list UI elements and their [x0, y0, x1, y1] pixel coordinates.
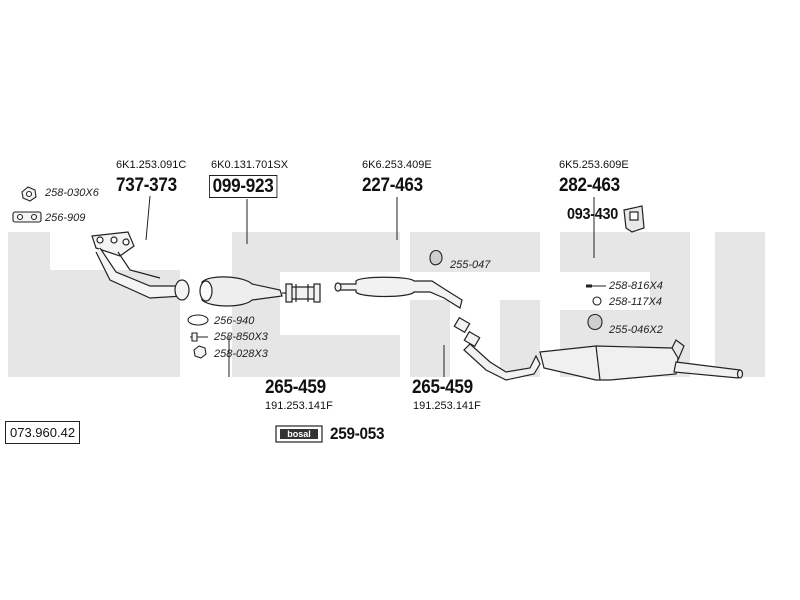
catalyst-part-number: 099-923 — [209, 175, 278, 198]
accessory-code-256-909: 256-909 — [45, 212, 86, 224]
rear-silencer — [539, 339, 744, 381]
rubber-hanger-icon — [587, 313, 603, 331]
mounting-kit-part-number: 259-053 — [330, 424, 385, 443]
catalytic-converter — [199, 276, 286, 307]
rear-hanger-part-number: 093-430 — [567, 206, 618, 223]
mid-pipe-section — [453, 316, 541, 381]
front-pipe-oem-number: 6K6.253.409E — [362, 159, 432, 171]
rear-silencer-part-number: 282-463 — [559, 175, 620, 196]
mid-pipe-right-part-number: 265-459 — [412, 377, 473, 398]
bolt-icon — [191, 332, 198, 342]
nut-icon — [193, 345, 207, 359]
catalyst-oem-number: 6K0.131.701SX — [211, 159, 289, 171]
catalog-number: 073.960.42 — [5, 421, 81, 444]
accessory-code-258-028x3: 258-028X3 — [214, 348, 268, 360]
rear-silencer-oem-number: 6K5.253.609E — [559, 159, 629, 171]
manifold-oem-number: 6K1.253.091C — [116, 159, 187, 171]
front-pipe-part-number: 227-463 — [362, 175, 423, 196]
accessory-code-258-030x6: 258-030X6 — [45, 187, 99, 199]
bosal-badge: bosal — [275, 425, 323, 443]
accessory-code-258-816x4: 258-816X4 — [609, 280, 663, 292]
washer-icon — [592, 296, 602, 306]
mid-pipe-right-oem-number: 191.253.141F — [413, 400, 481, 412]
rear-hanger-bracket — [623, 205, 645, 233]
rubber-ring-icon — [429, 249, 443, 266]
mid-pipe-left-part-number: 265-459 — [265, 377, 326, 398]
accessory-code-255-047: 255-047 — [450, 259, 491, 271]
accessory-code-256-940: 256-940 — [214, 315, 255, 327]
accessory-code-255-046x2: 255-046X2 — [609, 324, 663, 336]
mid-pipe-left-oem-number: 191.253.141F — [265, 400, 333, 412]
bosal-badge-label: bosal — [287, 429, 311, 439]
leader-lines — [145, 195, 606, 377]
pipe-clamp — [285, 283, 321, 303]
manifold-part-number: 737-373 — [116, 175, 177, 196]
front-pipe-resonator — [334, 276, 463, 309]
accessory-code-258-850x3: 258-850X3 — [214, 331, 268, 343]
accessory-code-258-117x4: 258-117X4 — [609, 296, 663, 308]
exhaust-manifold — [91, 231, 190, 301]
ring-gasket-icon — [187, 314, 209, 326]
